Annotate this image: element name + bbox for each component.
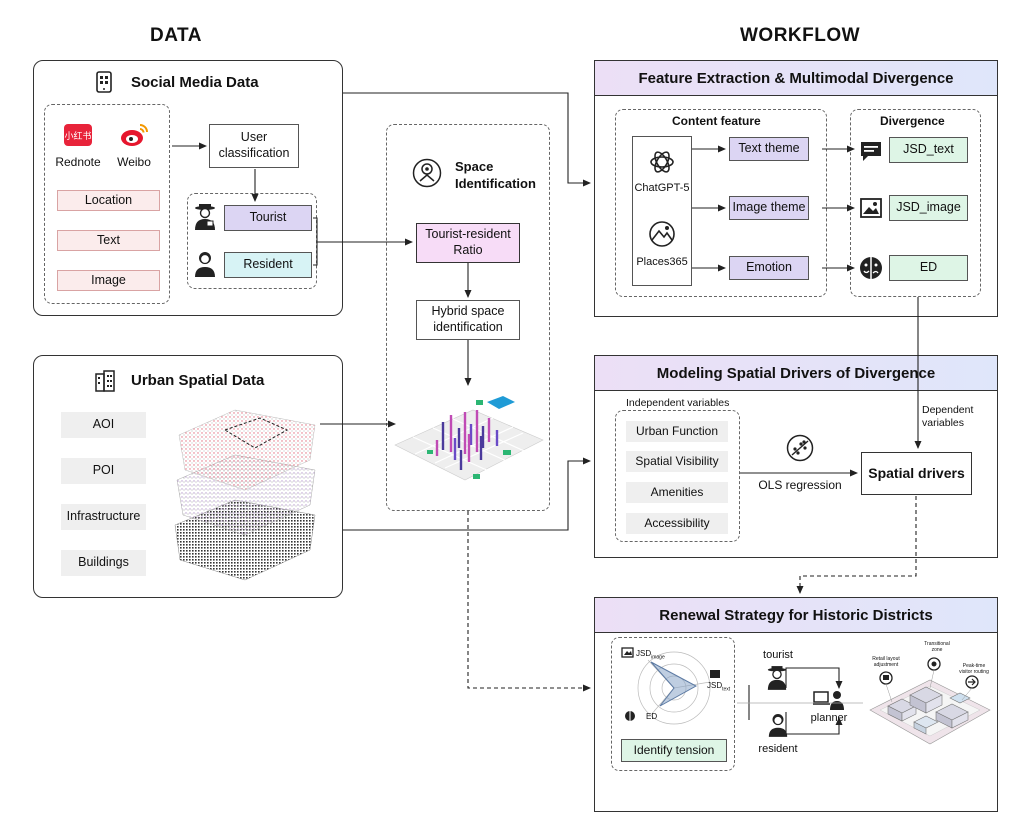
metric-jsd-text: JSD_text: [889, 137, 968, 163]
modeling-title: Modeling Spatial Drivers of Divergence: [595, 356, 997, 391]
hybrid-space-3d-map: [393, 390, 545, 505]
model-group: [632, 136, 692, 286]
resident-box: Resident: [224, 252, 312, 278]
annotation-peak-time: Peak-time visitor routing: [959, 663, 989, 675]
platform-weibo: Weibo: [117, 155, 151, 169]
var-urban-function: Urban Function: [626, 421, 728, 442]
feature-emotion: Emotion: [729, 256, 809, 280]
chatgpt-icon: [648, 148, 676, 181]
district-illustration: [866, 640, 992, 763]
spatial-drivers-box: Spatial drivers: [861, 452, 972, 495]
phone-icon: [96, 71, 112, 98]
identify-tension-box: Identify tension: [621, 739, 727, 762]
hybrid-space-identification-box: Hybrid space identification: [416, 300, 520, 340]
var-spatial-visibility: Spatial Visibility: [626, 451, 728, 472]
feature-image-theme: Image theme: [729, 196, 809, 220]
urban-item-buildings: Buildings: [61, 550, 146, 576]
content-feature-label: Content feature: [672, 114, 761, 128]
radar-label-jsd-image: JSDimage: [636, 649, 665, 661]
space-identification-panel: [386, 124, 550, 511]
urban-item-aoi: AOI: [61, 412, 146, 438]
data-header: DATA: [150, 25, 202, 46]
urban-spatial-title: Urban Spatial Data: [131, 372, 265, 389]
weibo-icon: [120, 122, 150, 153]
tourist-box: Tourist: [224, 205, 312, 231]
resident-icon: [193, 250, 217, 283]
user-classification-box: User classification: [209, 124, 299, 168]
radar-label-ed: ED: [646, 712, 658, 721]
item-location: Location: [57, 190, 160, 211]
regression-icon: [786, 434, 814, 467]
building-icon: [94, 370, 116, 397]
actor-resident-label: resident: [758, 743, 798, 755]
independent-variables-group: [615, 410, 740, 542]
urban-layers-map: [165, 400, 325, 590]
var-accessibility: Accessibility: [626, 513, 728, 534]
var-amenities: Amenities: [626, 482, 728, 503]
tourist-icon: [193, 203, 217, 236]
actor-tourist-label: tourist: [763, 649, 793, 661]
platform-rednote: Rednote: [55, 155, 101, 169]
radar-group: [611, 637, 735, 771]
radar-label-jsd-text: JSDtext: [707, 681, 731, 693]
platform-group: [44, 104, 170, 304]
social-media-title: Social Media Data: [131, 74, 259, 91]
model-places365: Places365: [636, 256, 688, 268]
chat-icon: [860, 140, 882, 167]
dependent-variables-label: Dependent variables: [922, 404, 974, 429]
renewal-title: Renewal Strategy for Historic Districts: [595, 598, 997, 633]
tourist-actor-icon: [766, 665, 788, 696]
model-chatgpt: ChatGPT-5: [634, 182, 690, 194]
space-identification-title: Space Identification: [455, 159, 536, 191]
radar-chart: [618, 642, 730, 739]
rednote-icon: 小红书: [64, 124, 92, 146]
tourist-resident-ratio-box: Tourist-resident Ratio: [416, 223, 520, 263]
urban-item-infrastructure: Infrastructure: [61, 504, 146, 530]
emotion-icon: [859, 256, 883, 285]
metric-ed: ED: [889, 255, 968, 281]
resident-actor-icon: [767, 712, 789, 743]
divergence-group: [850, 109, 981, 297]
feature-extraction-title: Feature Extraction & Multimodal Divergen…: [595, 61, 997, 96]
annotation-retail: Retail layout adjustment: [872, 656, 900, 668]
places365-icon: [648, 220, 676, 253]
item-image: Image: [57, 270, 160, 291]
urban-item-poi: POI: [61, 458, 146, 484]
content-feature-group: [615, 109, 827, 297]
image-icon: [860, 198, 882, 223]
divergence-label: Divergence: [880, 114, 945, 128]
feature-text-theme: Text theme: [729, 137, 809, 161]
ols-regression-label: OLS regression: [758, 478, 842, 492]
independent-variables-label: Independent variables: [626, 397, 730, 409]
workflow-header: WORKFLOW: [740, 25, 861, 46]
location-person-icon: [412, 158, 442, 193]
metric-jsd-image: JSD_image: [889, 195, 968, 221]
item-text: Text: [57, 230, 160, 251]
annotation-transitional: Transitional zone: [924, 641, 950, 653]
